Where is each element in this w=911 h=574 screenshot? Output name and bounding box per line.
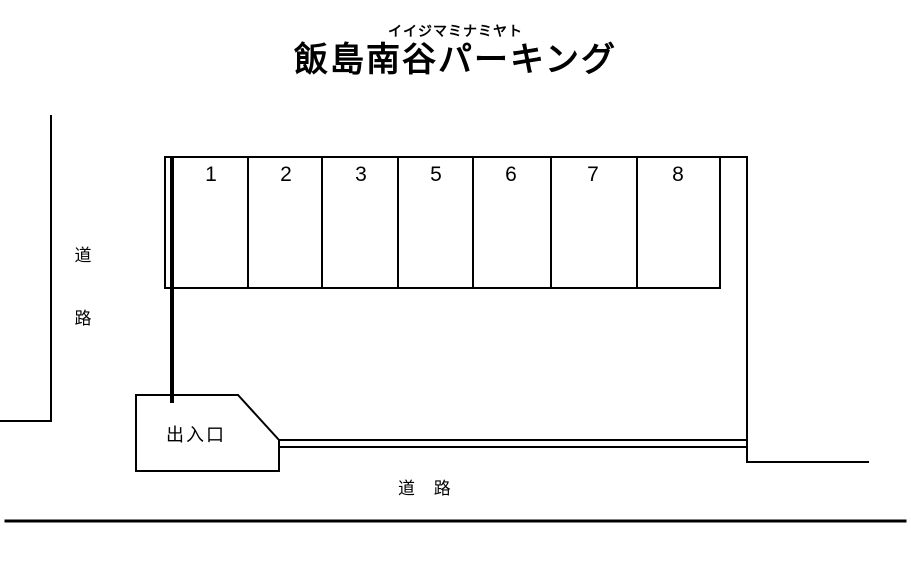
- road-label-bottom: 道 路: [398, 479, 458, 498]
- stall-number-3: 3: [355, 163, 367, 186]
- page-title: 飯島南谷パーキング: [294, 41, 617, 79]
- title-furigana: イイジマミナミヤト: [388, 23, 523, 39]
- road-label-left: 道 路: [70, 205, 96, 371]
- road-left-boundary: [0, 115, 52, 422]
- stall-number-5: 5: [430, 163, 442, 186]
- road-label-left-char-2: 路: [74, 308, 92, 328]
- stall-number-1: 1: [205, 163, 217, 186]
- stall-number-8: 8: [672, 163, 684, 186]
- stall-number-7: 7: [587, 163, 599, 186]
- stall-number-6: 6: [505, 163, 517, 186]
- entrance-outline: [135, 394, 280, 472]
- stall-number-2: 2: [280, 163, 292, 186]
- title-block: イイジマミナミヤト 飯島南谷パーキング: [0, 24, 911, 79]
- entrance-label: 出入口: [166, 425, 226, 445]
- road-label-left-char-1: 道: [74, 246, 92, 266]
